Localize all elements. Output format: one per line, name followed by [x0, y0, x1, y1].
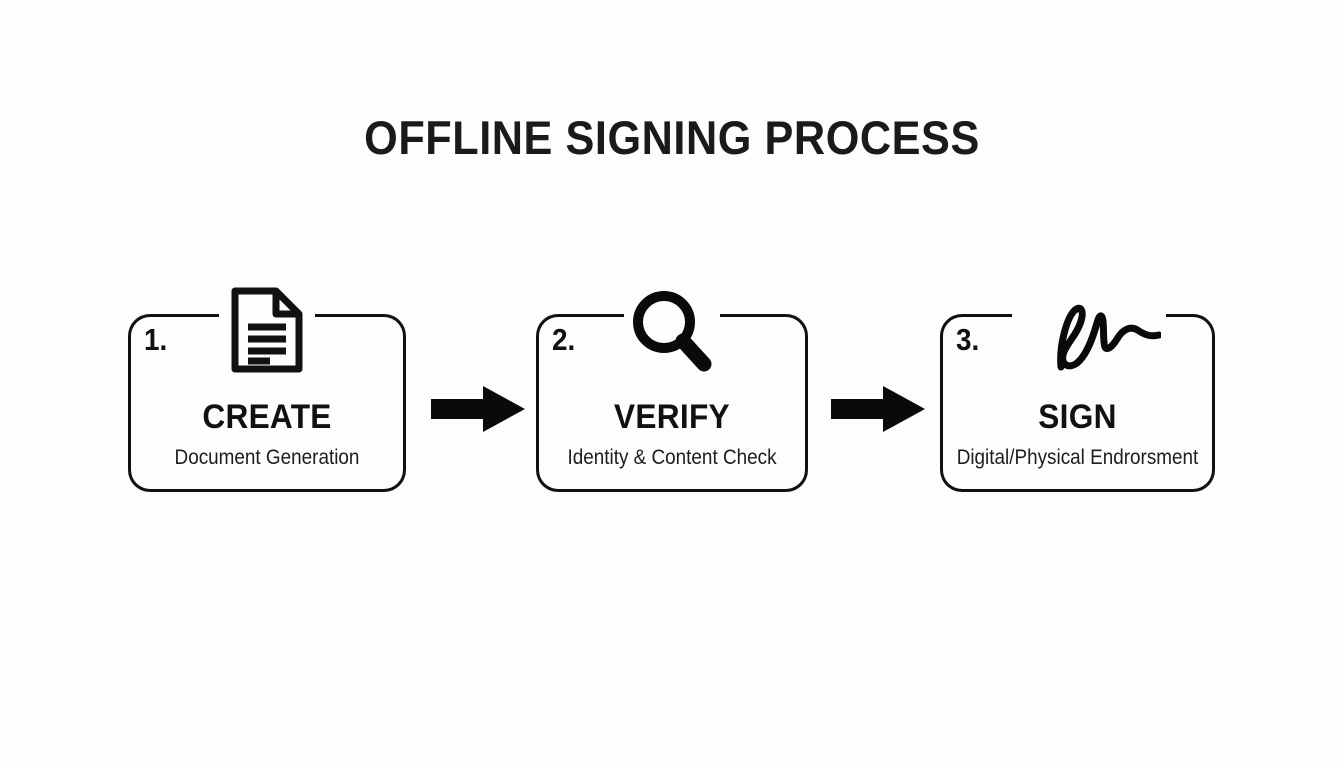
step-number: 2. [552, 322, 576, 357]
magnifier-icon [624, 284, 720, 376]
arrow-right-icon [831, 386, 925, 432]
step-card-create[interactable]: 1. CREATE Document Generation [128, 284, 406, 492]
document-icon [219, 284, 315, 376]
step-subtitle: Document Generation [174, 446, 360, 469]
step-title: CREATE [202, 398, 332, 436]
step-title: VERIFY [614, 398, 730, 436]
step-number: 1. [144, 322, 168, 357]
page-title: OFFLINE SIGNING PROCESS [364, 111, 980, 164]
step-subtitle: Identity & Content Check [567, 446, 777, 469]
step-subtitle: Digital/Physical Endrorsment [956, 446, 1199, 469]
step-title: SIGN [1038, 398, 1117, 436]
signature-icon [1033, 290, 1166, 382]
arrow-right-icon [431, 386, 525, 432]
step-number: 3. [956, 322, 980, 357]
step-card-sign[interactable]: 3. SIGN Digital/Physical Endrorsment [940, 290, 1215, 492]
step-card-verify[interactable]: 2. VERIFY Identity & Content Check [536, 284, 808, 492]
